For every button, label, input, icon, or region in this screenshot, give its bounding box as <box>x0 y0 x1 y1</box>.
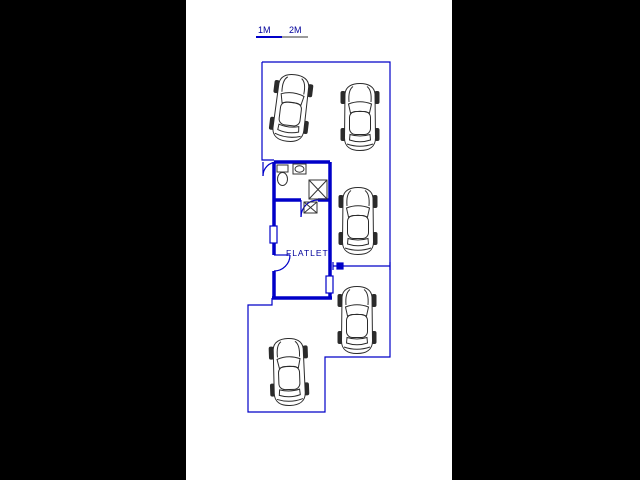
basin-counter <box>292 163 307 175</box>
shower-icon <box>308 179 328 200</box>
scale-bar: 1M 2M <box>256 25 308 38</box>
window-left <box>269 225 278 244</box>
letterbox-right <box>452 0 640 480</box>
property-boundary <box>247 61 391 413</box>
bathroom-fixtures <box>276 163 328 214</box>
flatlet-door-arc <box>273 254 291 272</box>
scale-label-1m: 1M <box>258 25 271 35</box>
car-icon-top-right <box>340 83 380 151</box>
windows <box>269 225 334 294</box>
letterbox-left <box>0 0 186 480</box>
driveway-gate <box>332 262 391 270</box>
car-icon-middle-right <box>338 187 378 255</box>
shower-tray <box>308 179 328 200</box>
flatlet-walls <box>272 160 332 300</box>
toilet-icon <box>276 164 289 186</box>
property-boundary-group <box>247 61 391 413</box>
geyser-icon <box>303 201 318 214</box>
bathroom-door-arc <box>300 199 319 218</box>
boundary-left-upper <box>261 62 274 161</box>
shower-cross <box>308 179 328 200</box>
basin-bowl <box>294 165 305 173</box>
car-icon-bottom-left <box>267 337 311 407</box>
geyser-box <box>303 201 318 214</box>
window-right <box>325 275 334 294</box>
plan-canvas <box>186 0 452 480</box>
flatlet-label: FLATLET <box>286 248 329 258</box>
toilet-bowl <box>277 172 288 186</box>
car-icon-lower-right <box>337 286 377 354</box>
gate-motor-icon <box>336 262 344 270</box>
geyser-cross <box>303 201 318 214</box>
basin-icon <box>292 163 307 175</box>
scale-label-2m: 2M <box>289 25 302 35</box>
